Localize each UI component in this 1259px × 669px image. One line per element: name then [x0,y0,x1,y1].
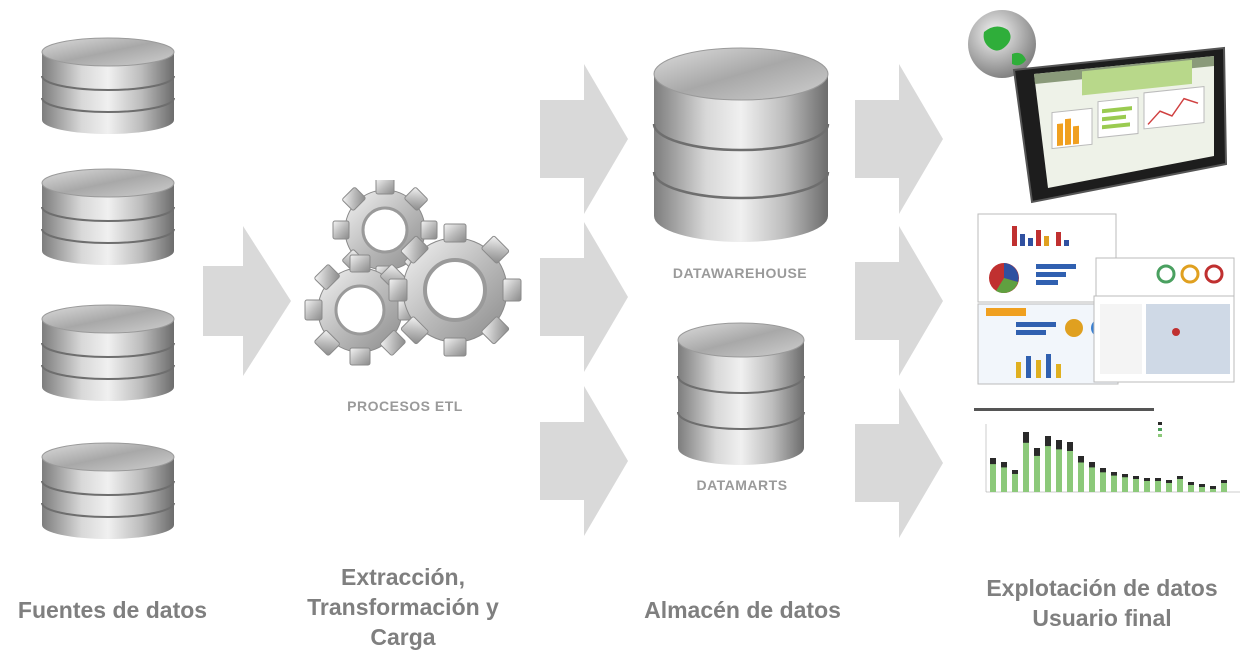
report-bar-cap [1188,482,1194,485]
report-bar-cap [1045,436,1051,447]
gear-left [304,254,416,366]
database-icon [677,322,805,465]
arrow-right-icon [540,386,628,536]
caption-sources: Fuentes de datos [17,597,208,623]
globe-icon [968,10,1036,78]
report-bar [990,458,996,492]
arrow-right-icon [855,226,943,376]
arrow-right-icon [855,388,943,538]
datawarehouse-label: DATAWAREHOUSE [672,265,808,281]
arrow-right-icon [540,64,628,214]
report-bar-cap [1023,432,1029,443]
report-bar-cap [1111,472,1117,476]
caption-etl-line3: Carga [370,624,436,650]
database-icon [41,168,175,265]
source-database-4 [40,441,176,541]
report-bar [1012,470,1018,492]
report-bar [1056,440,1062,492]
datamarts-label: DATAMARTS [696,477,788,493]
report-bar-cap [1012,470,1018,474]
caption-exploitation-line1: Explotación de datos [986,575,1218,601]
report-bar [1199,484,1205,492]
database-icon [41,442,175,539]
report-bar [1133,476,1139,492]
report-bar-cap [1155,478,1161,481]
report-bar-cap [1056,440,1062,450]
report-bar-cap [1067,442,1073,451]
report-bar-cap [990,458,996,465]
source-database-2 [40,167,176,267]
report-bar [1089,462,1095,492]
dashboard-screenshots-icon [977,213,1235,385]
report-bar [1188,482,1194,492]
report-bar-cap [1133,476,1139,479]
gear-right [388,223,522,357]
source-database-3 [40,303,176,403]
report-bar [1122,474,1128,492]
report-bar-cap [1221,480,1227,483]
etl-label: PROCESOS ETL [347,398,463,414]
datawarehouse-database [652,44,830,244]
report-bar-cap [1089,462,1095,468]
report-bar [1078,456,1084,492]
report-bar-cap [1001,462,1007,468]
report-bar-cap [1122,474,1128,478]
report-bar-cap [1100,468,1106,473]
report-bar [1067,442,1073,492]
report-bar [1034,448,1040,492]
report-bar [1001,462,1007,492]
report-bar-cap [1177,476,1183,479]
report-bar [1023,432,1029,492]
report-bar-cap [1210,486,1216,489]
caption-etl-line1: Extracción, [341,564,465,590]
report-bar-cap [1199,484,1205,487]
report-bar-cap [1144,478,1150,481]
source-database-1 [40,36,176,136]
report-bar-cap [1166,480,1172,483]
report-bar-cap [1078,456,1084,463]
gears-icon [304,180,522,366]
arrow-right-icon [540,222,628,372]
report-bar [1111,472,1117,492]
report-bar [1100,468,1106,492]
caption-etl-line2: Transformación y [307,594,499,620]
report-bar [1221,480,1227,492]
report-bar [1144,478,1150,492]
report-bar [1177,476,1183,492]
datamart-database [676,320,806,468]
report-bar [1155,478,1161,492]
database-icon [41,304,175,401]
database-icon [41,37,175,134]
arrow-right-icon [203,226,291,376]
arrow-right-icon [855,64,943,214]
bar-chart-report-icon [968,404,1246,524]
caption-exploitation-line2: Usuario final [1032,605,1172,631]
caption-etl: Extracción, Transformación y Carga [283,562,523,652]
caption-exploitation: Explotación de datos Usuario final [962,573,1242,633]
report-bar [1045,436,1051,492]
database-icon [652,47,830,242]
caption-storage: Almacén de datos [644,597,841,623]
tablet-dashboard-icon [968,10,1228,204]
report-bar-cap [1034,448,1040,456]
report-bar [1166,480,1172,492]
